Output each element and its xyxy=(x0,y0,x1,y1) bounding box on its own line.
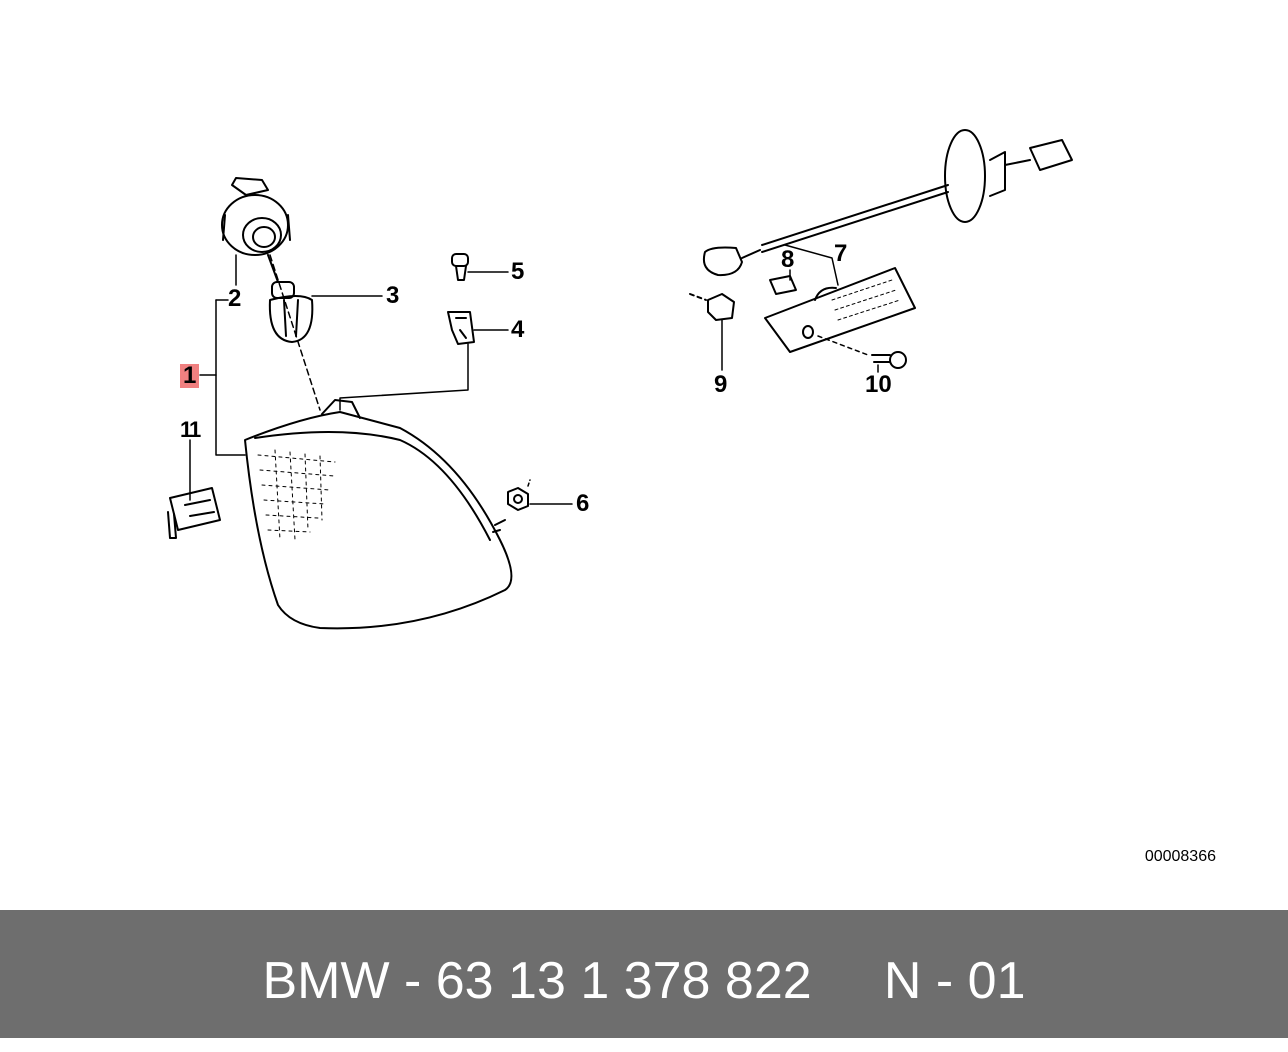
callout-5[interactable]: 5 xyxy=(511,258,525,285)
callout-3[interactable]: 3 xyxy=(386,282,400,309)
bracket-part xyxy=(167,487,221,539)
small-bulb-part xyxy=(769,275,797,295)
clip-nut-part xyxy=(447,311,475,345)
bulb-socket-part xyxy=(221,177,291,256)
callout-10[interactable]: 10 xyxy=(865,371,892,398)
drawing-number: 00008366 xyxy=(1144,848,1216,865)
callout-11[interactable]: 11 xyxy=(180,417,201,442)
callout-6[interactable]: 6 xyxy=(576,490,590,517)
callout-7[interactable]: 7 xyxy=(834,240,848,267)
footer-bar: BMW - 63 13 1 378 822 N - 01 xyxy=(0,910,1288,1038)
callout-1[interactable]: 1 xyxy=(180,364,200,388)
callout-4[interactable]: 4 xyxy=(511,316,525,343)
callout-9[interactable]: 9 xyxy=(714,371,728,398)
part-number-label: BMW - 63 13 1 378 822 N - 01 xyxy=(262,952,1026,1010)
bulb-part xyxy=(267,254,314,343)
side-marker-lens-part xyxy=(764,267,916,353)
turn-signal-lens-part xyxy=(244,399,513,630)
screw-part xyxy=(451,253,469,281)
leader-lines xyxy=(189,244,879,505)
callout-2[interactable]: 2 xyxy=(228,285,242,312)
exploded-parts-diagram xyxy=(167,129,1073,630)
wiring-harness-part xyxy=(702,129,1073,277)
bulb-holder-part xyxy=(689,293,735,321)
nut-part xyxy=(507,487,529,511)
small-screw-part xyxy=(871,351,907,369)
callout-8[interactable]: 8 xyxy=(781,246,795,273)
